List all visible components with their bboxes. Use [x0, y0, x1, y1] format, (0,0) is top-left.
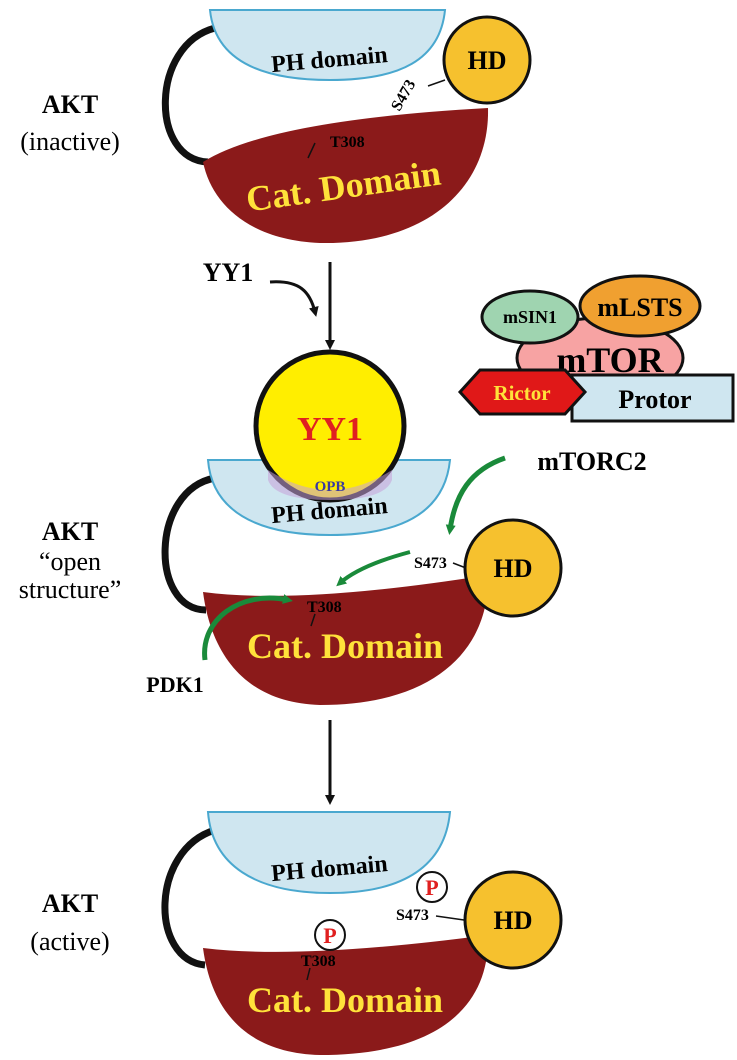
akt-open-subtitle-line2: structure” — [19, 575, 122, 604]
hd-domain-label: HD — [494, 906, 533, 935]
mtorc2-to-s473-arrow — [445, 455, 506, 535]
pdk1-label: PDK1 — [146, 672, 203, 697]
mtorc2-label: mTORC2 — [537, 447, 646, 476]
akt-open-title: AKT — [42, 517, 98, 546]
mlsts-label: mLSTS — [597, 293, 682, 322]
t308-label: T308 — [301, 953, 336, 970]
ph-domain-shape — [206, 811, 452, 895]
cat-domain-shape — [203, 108, 489, 244]
akt-active-state: AKT (active) Cat. Domain T308 P PH domai… — [30, 811, 563, 1055]
yy1-protein-label: YY1 — [297, 411, 363, 448]
s473-tick — [427, 79, 446, 87]
akt-active-subtitle: (active) — [30, 927, 109, 956]
s473-label: S473 — [414, 555, 447, 572]
msin1-label: mSIN1 — [503, 307, 557, 327]
hd-domain-label: HD — [468, 46, 507, 75]
mlsts-shape — [578, 274, 702, 338]
s473-phospho-label: P — [425, 875, 438, 900]
t308-phospho-circle — [314, 919, 346, 951]
pdk1-to-t308-arrow — [202, 594, 293, 661]
s473-phospho-circle — [416, 871, 448, 903]
rictor-shape — [457, 368, 588, 416]
linker — [161, 24, 217, 166]
akt-inactive-state: AKT (inactive) Cat. Domain T308 PH domai… — [20, 9, 532, 244]
yy1-arrow-label: YY1 — [203, 258, 254, 287]
s473-label: S473 — [388, 77, 419, 114]
t308-tick — [310, 613, 316, 627]
t308-tick — [307, 142, 316, 159]
t308-label: T308 — [330, 134, 365, 151]
cat-domain-shape — [203, 935, 489, 1055]
hd-domain-shape — [463, 870, 563, 970]
akt-open-subtitle-line1: “open — [39, 547, 101, 576]
rictor-label: Rictor — [493, 381, 550, 405]
akt-inactive-subtitle: (inactive) — [20, 127, 120, 156]
linker — [161, 826, 217, 969]
akt-open-state: AKT “open structure” Cat. Domain T308 PH… — [19, 349, 647, 705]
s473-label: S473 — [396, 907, 429, 924]
t308-label: T308 — [307, 599, 342, 616]
s473-to-t308-arrow — [336, 550, 411, 587]
linker — [161, 474, 216, 614]
mtor-label: mTOR — [556, 340, 664, 380]
yy1-binding-arrow: YY1 — [203, 258, 335, 350]
cat-domain-label: Cat. Domain — [247, 626, 443, 666]
akt-inactive-title: AKT — [42, 90, 98, 119]
hd-domain-label: HD — [494, 554, 533, 583]
s473-tick — [435, 915, 465, 921]
opb-region-shape — [268, 470, 392, 500]
protor-label: Protor — [618, 385, 691, 414]
yy1-curved-arrow — [269, 280, 319, 317]
akt-active-title: AKT — [42, 889, 98, 918]
cat-domain-label: Cat. Domain — [247, 980, 443, 1020]
msin1-shape — [480, 289, 580, 345]
t308-phospho-label: P — [323, 923, 336, 948]
cat-domain-shape — [203, 575, 489, 705]
mtorc2-complex: mTOR mSIN1 mLSTS Protor Rictor — [457, 274, 735, 423]
s473-tick — [452, 562, 467, 569]
ph-domain-shape — [208, 9, 447, 82]
hd-domain-shape — [442, 15, 532, 105]
t308-tick — [306, 967, 311, 981]
opb-label: OPB — [315, 479, 346, 495]
